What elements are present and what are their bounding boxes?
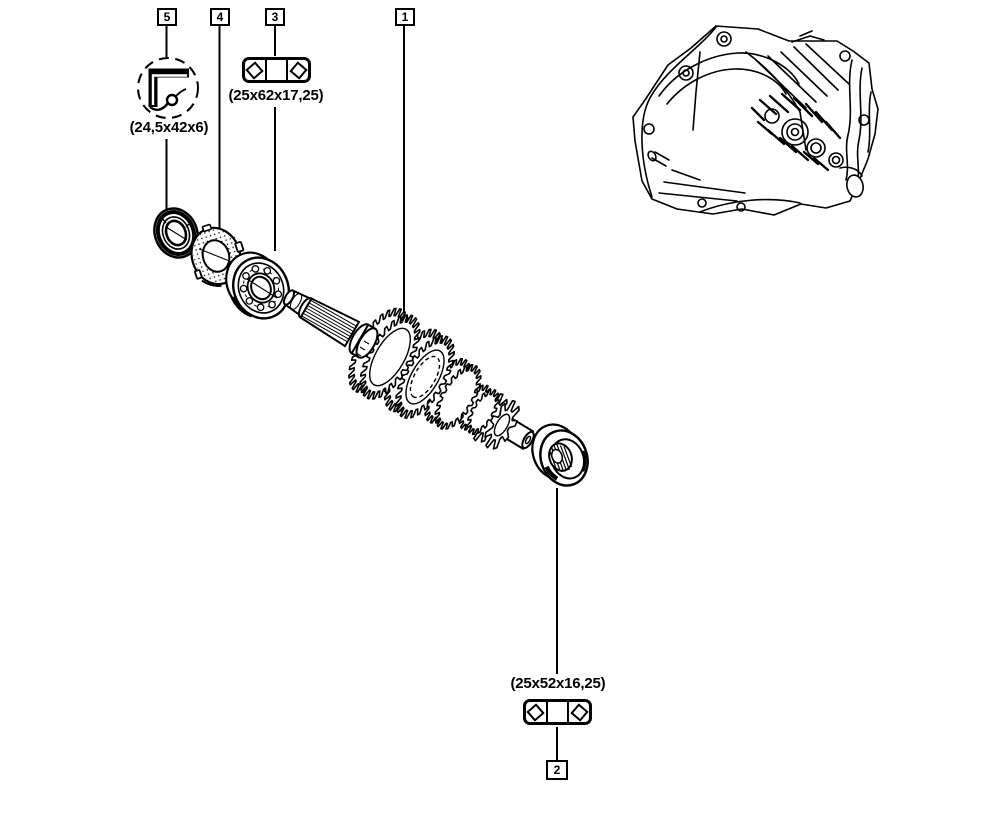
oil-seal-drawing: [153, 207, 199, 259]
bearing-symbol-mid-cell: [545, 702, 570, 722]
seal-type-icon: [137, 57, 199, 119]
callout-box-2[interactable]: 2: [546, 760, 568, 780]
ball-icon: [245, 60, 264, 80]
callout-box-3[interactable]: 3: [265, 8, 285, 26]
ball-icon: [289, 60, 308, 80]
bearing-symbol-right-cell: [288, 60, 308, 80]
gearbox-overview-drawing: [632, 25, 879, 216]
input-shaft-drawing: [282, 289, 535, 451]
bearing-symbol-left-cell: [245, 60, 265, 80]
bearing-symbol-mid-cell: [264, 60, 289, 80]
callout-box-5[interactable]: 5: [157, 8, 177, 26]
top-bearing-dimensions-label: (25x62x17,25): [228, 87, 324, 104]
ball-icon: [570, 702, 589, 722]
callout-box-4[interactable]: 4: [210, 8, 230, 26]
shaft-front-section: [282, 289, 379, 359]
bearing-symbol-top: [242, 57, 311, 83]
ball-bearing-drawing: [225, 251, 290, 320]
bearing-symbol-right-cell: [569, 702, 589, 722]
ball-icon: [526, 702, 545, 722]
leader-lines: [165, 23, 558, 760]
bearing-symbol-bottom: [523, 699, 592, 725]
bearing-symbol-left-cell: [526, 702, 546, 722]
callout-box-1[interactable]: 1: [395, 8, 415, 26]
seal-dimensions-label: (24,5x42x6): [129, 119, 209, 136]
roller-bearing-drawing: [531, 423, 589, 487]
bottom-bearing-dimensions-label: (25x52x16,25): [510, 675, 606, 692]
